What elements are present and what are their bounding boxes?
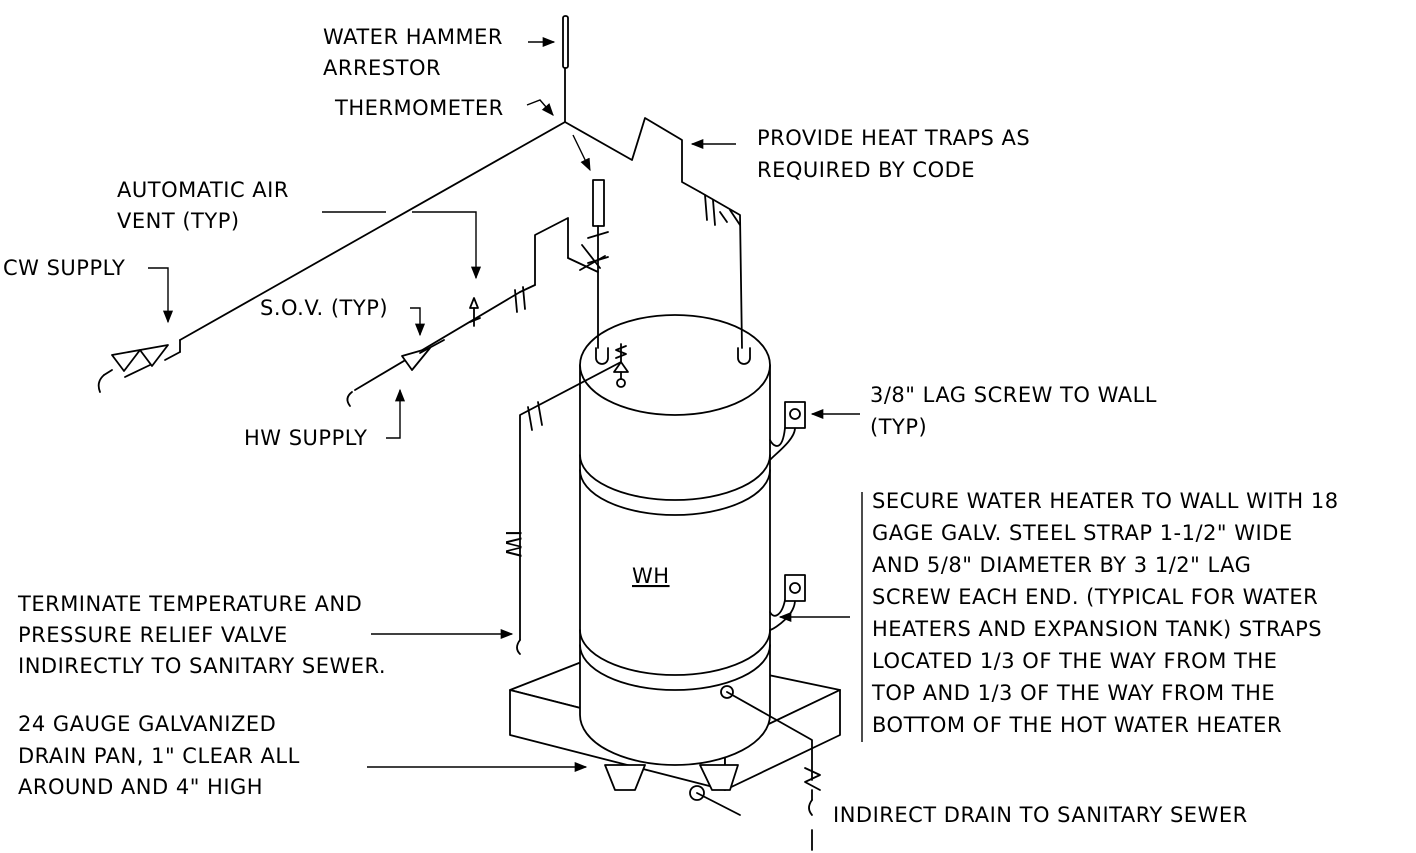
label-heat-traps-2: REQUIRED BY CODE — [757, 158, 975, 182]
hot-outlet-connection — [737, 347, 751, 365]
label-air-vent-1: AUTOMATIC AIR — [117, 178, 289, 202]
tank-top — [579, 314, 771, 416]
cold-inlet-connection — [595, 347, 609, 365]
label-secure-4: SCREW EACH END. (TYPICAL FOR WATER — [872, 585, 1318, 609]
label-heat-traps-1: PROVIDE HEAT TRAPS AS — [757, 126, 1030, 150]
lower-strap — [769, 574, 806, 631]
label-iw: IW — [501, 530, 525, 558]
label-cw-supply: CW SUPPLY — [3, 256, 125, 280]
upper-strap — [769, 401, 806, 461]
label-drain-pan-2: DRAIN PAN, 1" CLEAR ALL — [18, 744, 300, 768]
label-secure-6: LOCATED 1/3 OF THE WAY FROM THE — [872, 649, 1277, 673]
cw-shutoff-valve — [97, 344, 169, 393]
piping — [97, 15, 821, 851]
labels: WATER HAMMER ARRESTOR THERMOMETER PROVID… — [3, 25, 1339, 827]
leaders — [148, 36, 863, 773]
hw-shutoff-valve — [401, 286, 526, 371]
label-sov: S.O.V. (TYP) — [260, 296, 388, 320]
tank-leg — [699, 764, 739, 791]
label-terminate-2: PRESSURE RELIEF VALVE — [18, 623, 288, 647]
label-thermometer: THERMOMETER — [334, 96, 504, 120]
label-drain-pan-1: 24 GAUGE GALVANIZED — [18, 712, 276, 736]
label-air-vent-2: VENT (TYP) — [117, 209, 240, 233]
label-secure-7: TOP AND 1/3 OF THE WAY FROM THE — [871, 681, 1275, 705]
label-secure-5: HEATERS AND EXPANSION TANK) STRAPS — [872, 617, 1322, 641]
label-indirect-drain: INDIRECT DRAIN TO SANITARY SEWER — [833, 803, 1248, 827]
tp-relief-valve — [613, 343, 629, 388]
tank-leg — [604, 764, 646, 791]
label-wh: WH — [632, 564, 670, 588]
automatic-air-vent — [469, 297, 481, 327]
label-water-hammer-2: ARRESTOR — [323, 56, 441, 80]
water-heater-tank — [579, 314, 771, 791]
label-secure-1: SECURE WATER HEATER TO WALL WITH 18 — [872, 489, 1339, 513]
label-drain-pan-3: AROUND AND 4" HIGH — [18, 775, 263, 799]
label-lag-screw-2: (TYP) — [870, 415, 927, 439]
label-water-hammer-1: WATER HAMMER — [323, 25, 503, 49]
water-hammer-arrestor — [562, 15, 569, 69]
label-secure-8: BOTTOM OF THE HOT WATER HEATER — [872, 713, 1282, 737]
label-terminate-1: TERMINATE TEMPERATURE AND — [17, 592, 362, 616]
thermometer — [592, 179, 605, 227]
label-secure-3: AND 5/8" DIAMETER BY 3 1/2" LAG — [872, 553, 1251, 577]
label-lag-screw-1: 3/8" LAG SCREW TO WALL — [870, 383, 1157, 407]
label-secure-2: GAGE GALV. STEEL STRAP 1-1/2" WIDE — [872, 521, 1293, 545]
label-terminate-3: INDIRECTLY TO SANITARY SEWER. — [18, 654, 386, 678]
label-hw-supply: HW SUPPLY — [244, 426, 368, 450]
